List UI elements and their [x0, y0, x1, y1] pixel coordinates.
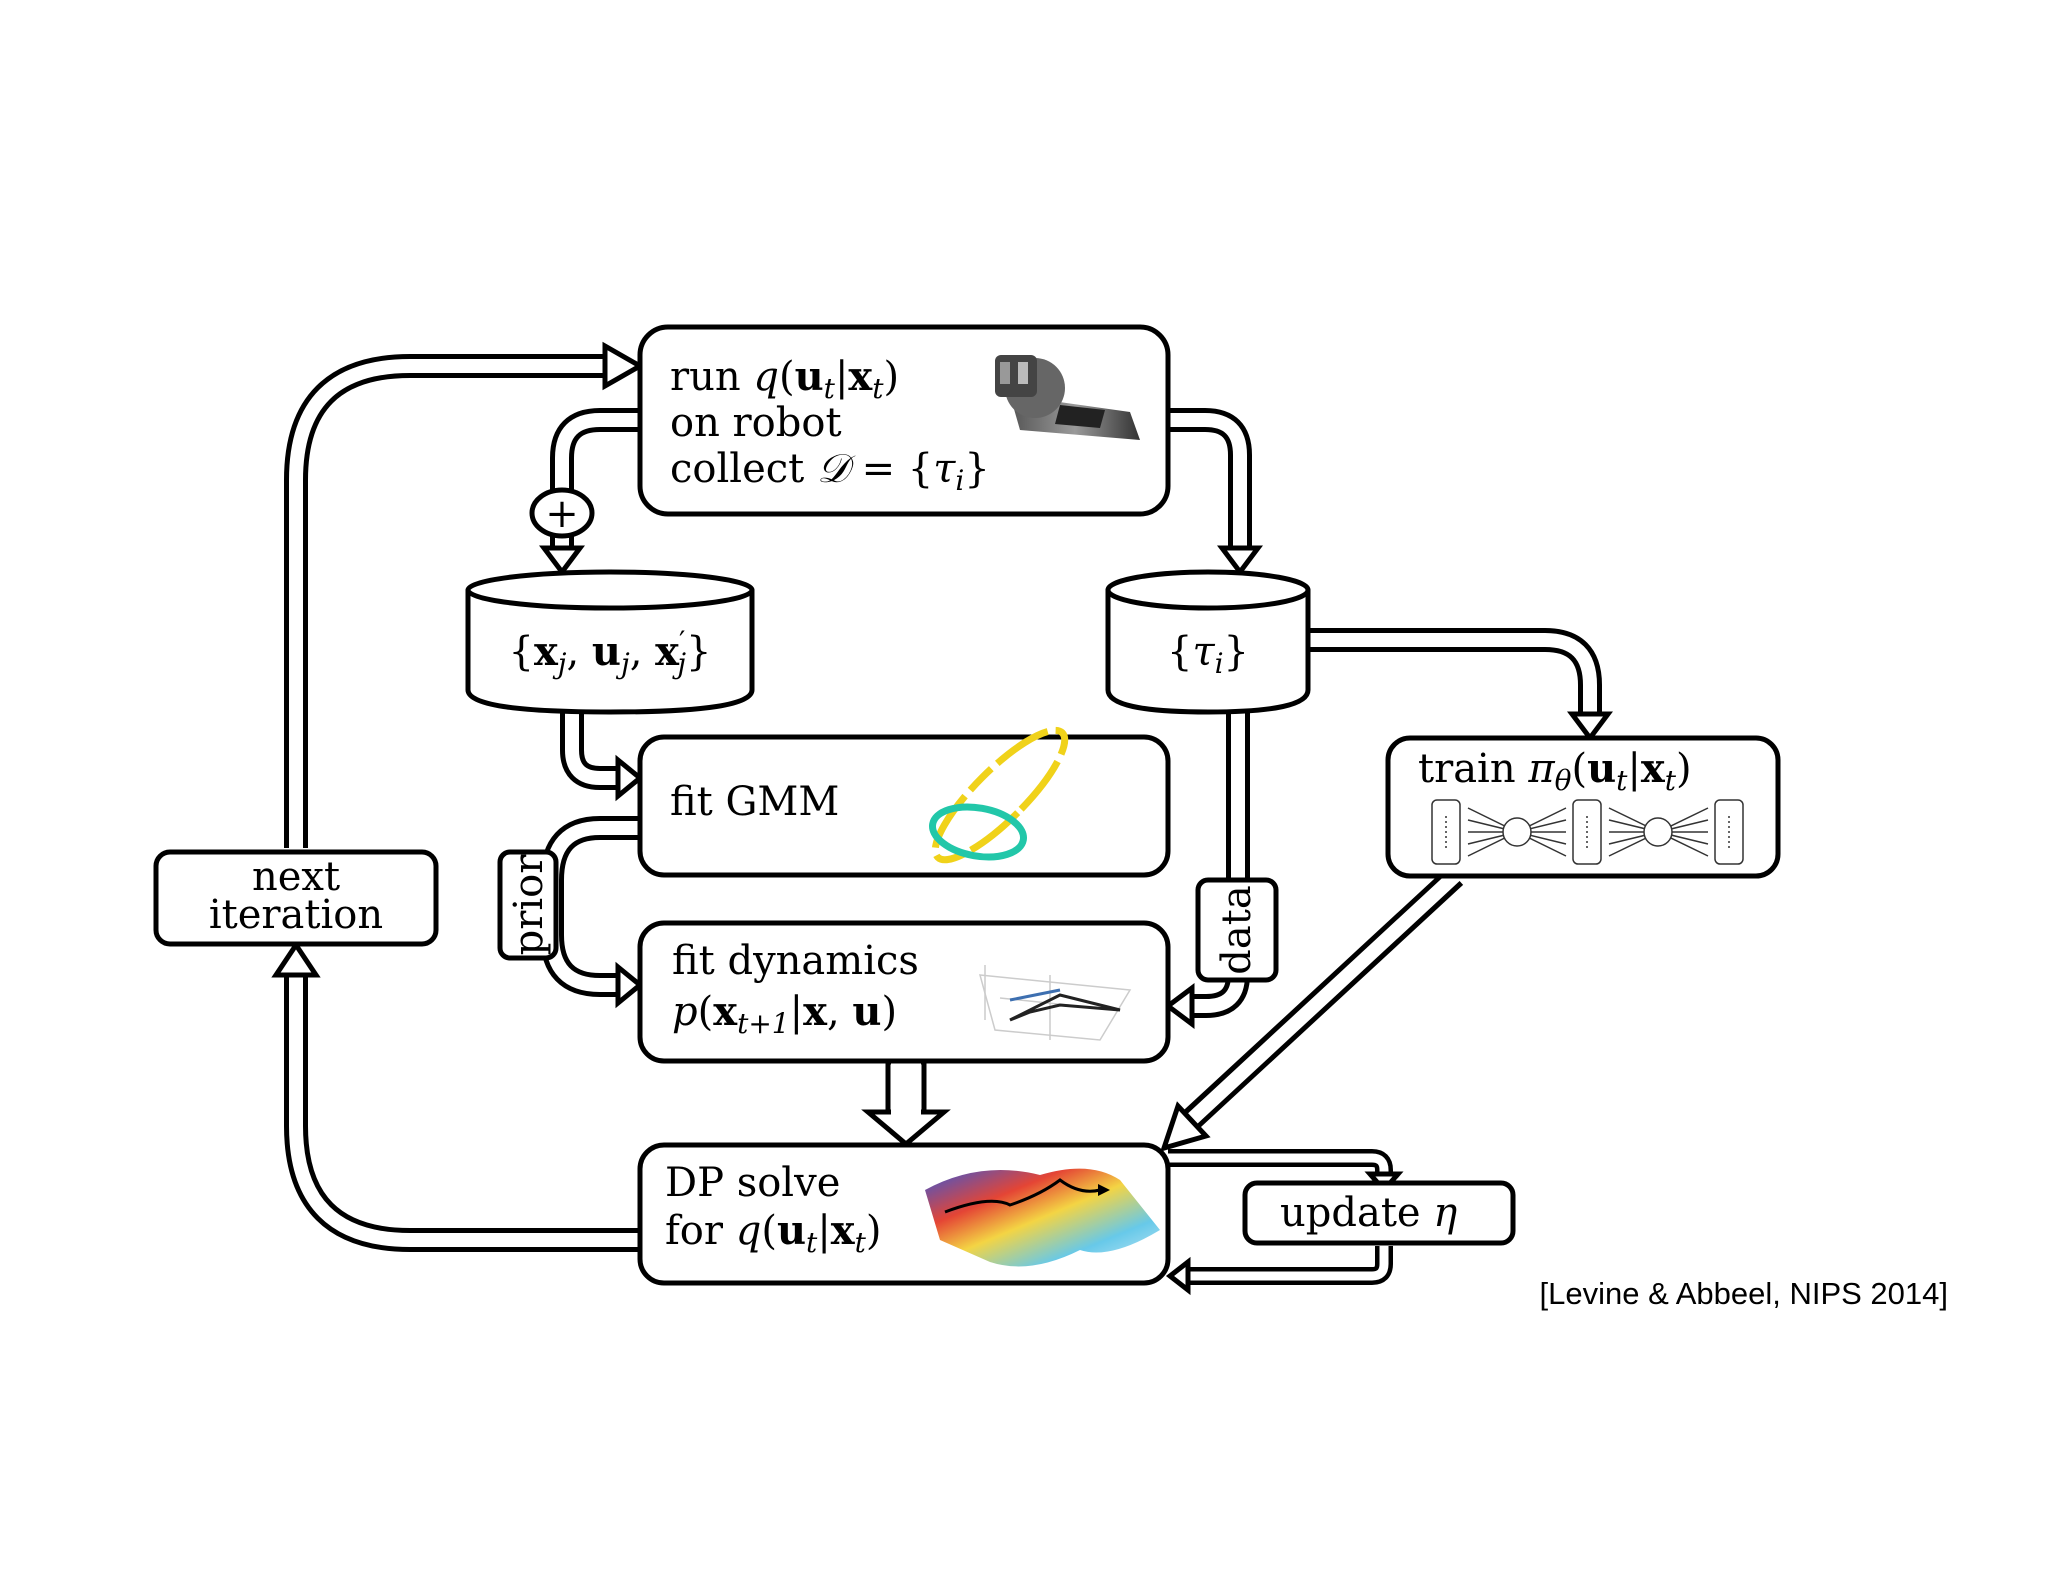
node-fit-dynamics: fit dynamics p(xt+1|x, u) — [637, 920, 1171, 1064]
svg-text:{xj, uj, x′j}: {xj, uj, x′j} — [508, 625, 711, 680]
fit-dynamics-line-1: fit dynamics — [672, 938, 919, 984]
fit-gmm-label: fit GMM — [670, 779, 839, 825]
node-run: run q(ut|xt) on robot collect 𝒟 = {τi} — [637, 324, 1171, 517]
arrow-policy-to-dp — [1160, 866, 1464, 1152]
node-samples-store: {xj, uj, x′j} — [465, 569, 755, 715]
gmm-ellipses-image — [929, 726, 1069, 864]
node-dp-solve: DP solve for q(ut|xt) — [637, 1142, 1171, 1286]
arrow-dp-to-next — [271, 940, 645, 1252]
arrow-traj-to-policy — [1303, 628, 1613, 743]
node-fit-gmm: fit GMM — [637, 726, 1171, 878]
svg-text:{τi}: {τi} — [1167, 629, 1249, 680]
node-next-iteration: next iteration — [153, 849, 439, 947]
dynamics-plot-image — [978, 965, 1132, 1041]
arrow-run-to-traj — [1163, 408, 1263, 577]
robot-arm-image — [995, 355, 1140, 440]
node-traj-store: {τi} — [1105, 569, 1311, 715]
svg-text:for q(ut|xt): for q(ut|xt) — [665, 1207, 882, 1259]
svg-text:update η: update η — [1280, 1190, 1457, 1236]
next-iteration-line-1: next — [252, 854, 340, 900]
node-update-eta: update η — [1242, 1180, 1516, 1246]
arrow-dynamics-to-dp — [861, 1058, 951, 1148]
next-iteration-line-2: iteration — [209, 892, 383, 938]
arrow-next-to-run — [284, 341, 646, 848]
plus-label: + — [545, 491, 579, 537]
arrow-run-to-samples — [539, 408, 645, 577]
dp-cost-surface-image — [925, 1168, 1160, 1267]
arrow-eta-to-dp — [1165, 1244, 1393, 1296]
edge-label-prior: prior — [497, 849, 559, 961]
edge-label-data: data — [1195, 877, 1279, 983]
prior-label: prior — [506, 854, 552, 956]
citation: [Levine & Abbeel, NIPS 2014] — [1540, 1276, 1948, 1311]
arrow-samples-to-gmm — [560, 708, 644, 802]
data-label: data — [1214, 885, 1260, 974]
node-train-policy: train πθ(ut|xt) — [1385, 735, 1781, 879]
neural-network-image — [1431, 799, 1744, 865]
arrow-gmm-to-dynamics — [540, 816, 645, 1009]
run-line-2: on robot — [670, 400, 842, 446]
dp-solve-line-1: DP solve — [665, 1160, 840, 1206]
plus-junction: + — [529, 487, 595, 539]
svg-text:run q(ut|xt): run q(ut|xt) — [670, 353, 899, 405]
svg-text:collect 𝒟 = {τi}: collect 𝒟 = {τi} — [670, 446, 990, 497]
